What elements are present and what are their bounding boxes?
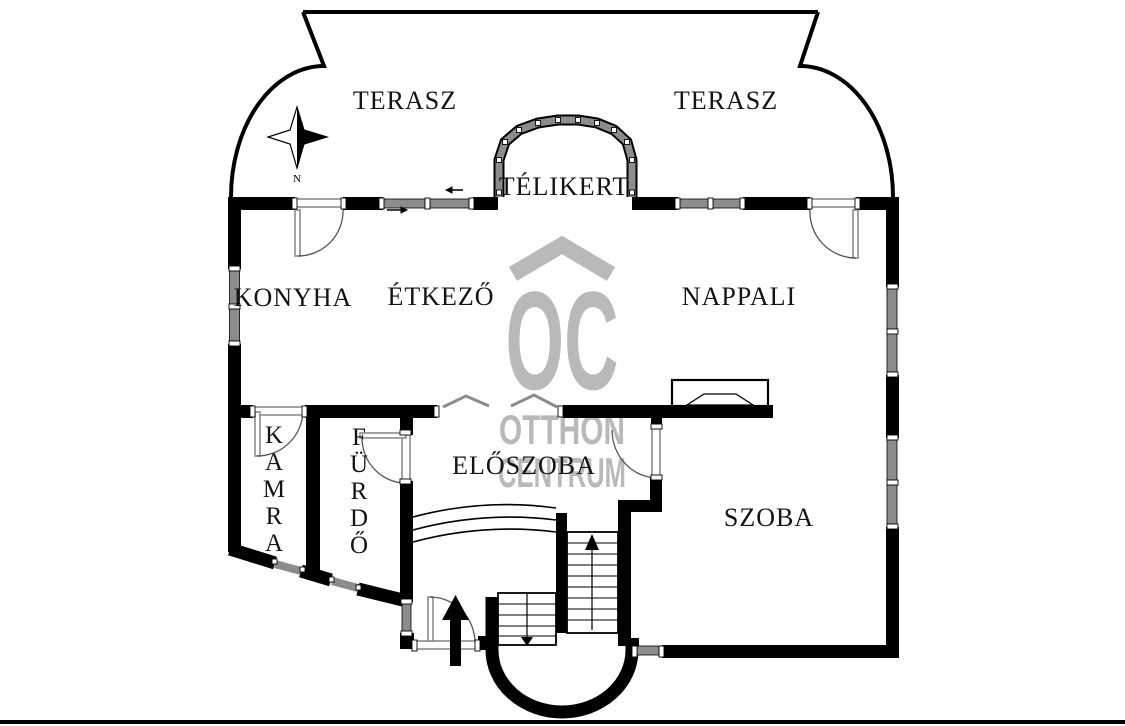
door-leaf	[427, 596, 434, 642]
door-frame	[401, 432, 411, 484]
door-arc	[256, 409, 304, 457]
room-label-konyha: KONYHA	[233, 283, 353, 312]
slide-arrow-right-icon	[387, 206, 409, 214]
door-frame	[651, 426, 661, 479]
room-label-terasz-right: TERASZ	[673, 86, 779, 115]
watermark-roof-icon	[508, 235, 616, 281]
room-label-furdo: FÜRDŐ	[349, 424, 369, 559]
window	[635, 645, 663, 656]
opening-symbols	[442, 393, 558, 409]
room-label-etkezo: ÉTKEZŐ	[387, 282, 495, 311]
doors	[252, 198, 859, 650]
room-label-szoba: SZOBA	[723, 503, 815, 532]
bay-window	[493, 114, 638, 197]
compass-north-label: N	[293, 173, 301, 185]
watermark-logo-text: OC	[506, 262, 619, 419]
window	[401, 601, 412, 634]
entry-arrow-icon	[442, 595, 469, 666]
slanted-windows	[273, 560, 360, 592]
room-label-telikert: TÉLIKERT	[498, 172, 630, 201]
fireplace-icon	[670, 378, 770, 408]
room-label-nappali: NAPPALI	[681, 282, 797, 311]
door-sill	[413, 640, 479, 650]
door-arc	[297, 209, 344, 257]
room-label-eloszoba: ELŐSZOBA	[452, 451, 596, 480]
compass-icon: N	[266, 104, 330, 185]
slanted-walls	[228, 542, 409, 608]
door-leaf	[294, 209, 301, 257]
door-arc	[809, 209, 857, 259]
door-arc	[611, 429, 659, 479]
watermark-line2: CENTRUM	[498, 449, 626, 496]
terrace-outline	[229, 10, 895, 198]
door-frame	[809, 198, 859, 208]
slide-arrow-left-icon	[444, 186, 463, 194]
bottom-border-line	[0, 720, 1125, 724]
archway-lines	[412, 503, 557, 543]
room-label-kamra: KAMRA	[262, 422, 286, 557]
door-arc	[361, 437, 407, 484]
walls	[228, 197, 899, 658]
door-frame	[294, 198, 344, 208]
stairs-down-marker-icon	[521, 637, 533, 646]
door-leaf	[852, 209, 859, 259]
room-label-terasz-left: TERASZ	[352, 86, 458, 115]
stairwell-curved-wall	[485, 597, 639, 719]
stairs-up-arrow-icon	[585, 534, 599, 550]
door-leaf	[359, 432, 407, 439]
